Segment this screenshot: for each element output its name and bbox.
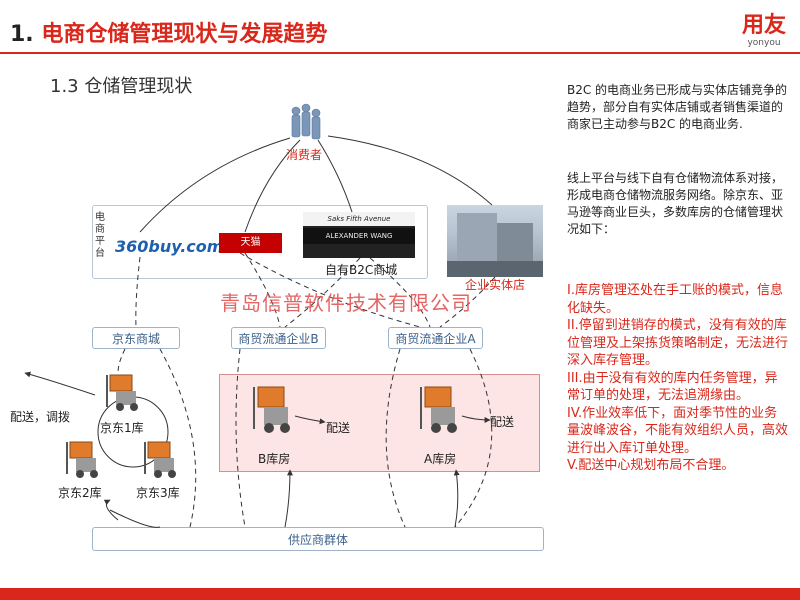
line-consumer-store <box>317 139 353 213</box>
arrow-jd-delivery <box>24 371 96 396</box>
store-banner: ALEXANDER WANG <box>303 228 415 244</box>
issue-item: IV.作业效率低下，面对季节性的业务量波峰波谷，不能有效组织人员，高效进行出入库… <box>567 405 789 456</box>
dash-physical-a <box>439 276 496 328</box>
forklift-icon <box>66 441 98 478</box>
line-consumer-physical <box>327 135 493 206</box>
dash-tmall-b <box>244 252 281 328</box>
watermark-text: 青岛信普软件技术有限公司 <box>220 291 472 315</box>
physical-store-label: 企业实体店 <box>465 278 526 292</box>
dash-jd-suppliers <box>159 348 197 528</box>
jd-wh2-label: 京东2库 <box>58 486 102 500</box>
line-jd-supplier <box>109 509 161 528</box>
forklift-icon <box>253 386 290 433</box>
title-text: 电商仓储管理现状与发展趋势 <box>41 22 328 47</box>
paragraph-2: 线上平台与线下自有仓储物流体系对接，形成电商仓储物流服务网络。除京东、亚马逊等商… <box>567 171 784 236</box>
a-delivery-label: 配送 <box>490 415 515 429</box>
platform-vertical-label: 电商平台 <box>95 212 105 259</box>
jd-wh3-label: 京东3库 <box>136 486 180 500</box>
paragraph-1: B2C 的电商业务已形成与实体店铺竞争的趋势，部分自有实体店铺或者销售渠道的商家… <box>567 83 788 131</box>
physical-store-image <box>447 205 543 277</box>
line-consumer-tmall <box>244 139 301 233</box>
arrow-a-delivery <box>461 415 491 423</box>
building-illustration <box>447 213 543 277</box>
forklift-icon <box>420 386 457 433</box>
logo-en: yonyou <box>747 38 781 48</box>
issue-item: II.停留到进销存的模式，没有有效的库位管理及上架拣货策略制定，无法进行深入库存… <box>567 318 789 368</box>
page-title: 1. 电商仓储管理现状与发展趋势 <box>10 16 327 48</box>
arrow-jd-from-supplier <box>103 499 119 521</box>
wh-b-label: B库房 <box>258 452 291 466</box>
360buy-text: 360buy.com <box>115 237 223 256</box>
360buy-logo-svg: 360buy.com <box>115 237 223 256</box>
dash-store-b <box>284 257 361 328</box>
360buy-logo: 360buy.com <box>115 233 223 257</box>
suppliers-box: 供应商群体 <box>92 527 544 551</box>
company-b-box: 商贸流通企业B <box>231 327 326 349</box>
yonyou-logo: 用友 yonyou <box>741 13 786 49</box>
footer-bar <box>0 588 800 600</box>
arrow-b-delivery <box>294 415 326 425</box>
dash-360-jd <box>135 256 141 328</box>
dash-tmall-a <box>239 252 421 328</box>
issue-item: V.配送中心规划布局不合理。 <box>567 458 735 473</box>
jd-mall-box: 京东商城 <box>92 327 180 349</box>
section-subtitle: 1.3 仓储管理现状 <box>50 76 193 97</box>
arrow-supplier-b <box>284 469 293 528</box>
line-consumer-360 <box>139 137 291 233</box>
title-number: 1. <box>10 22 34 47</box>
dash-b-suppliers <box>235 348 246 528</box>
forklift-icon <box>144 441 176 478</box>
logo-cn: 用友 <box>741 13 786 38</box>
header-rule <box>0 52 800 54</box>
forklift-icon <box>106 374 138 411</box>
jd-delivery-label: 配送，调拨 <box>10 410 71 424</box>
own-store-image: Saks Fifth Avenue ALEXANDER WANG <box>303 212 415 258</box>
consumer-label: 消费者 <box>286 148 323 162</box>
dash-a-suppliers <box>385 348 406 528</box>
consumer-icon <box>291 103 321 140</box>
wh-a-label: A库房 <box>424 452 457 466</box>
issue-item: III.由于没有有效的库内任务管理，异常订单的处理，无法追溯缘由。 <box>567 370 778 404</box>
issue-item: I.库房管理还处在手工账的模式，信息化缺失。 <box>567 283 783 316</box>
arrow-supplier-a <box>453 469 460 528</box>
jd-wh1-label: 京东1库 <box>100 421 144 435</box>
store-header: Saks Fifth Avenue <box>303 212 415 226</box>
issues-list: I.库房管理还处在手工账的模式，信息化缺失。 II.停留到进销存的模式，没有有效… <box>567 282 789 475</box>
dash-store-a <box>369 257 431 328</box>
dash-a-suppliers-2 <box>454 348 493 528</box>
company-a-box: 商贸流通企业A <box>388 327 483 349</box>
b-delivery-label: 配送 <box>326 421 351 435</box>
